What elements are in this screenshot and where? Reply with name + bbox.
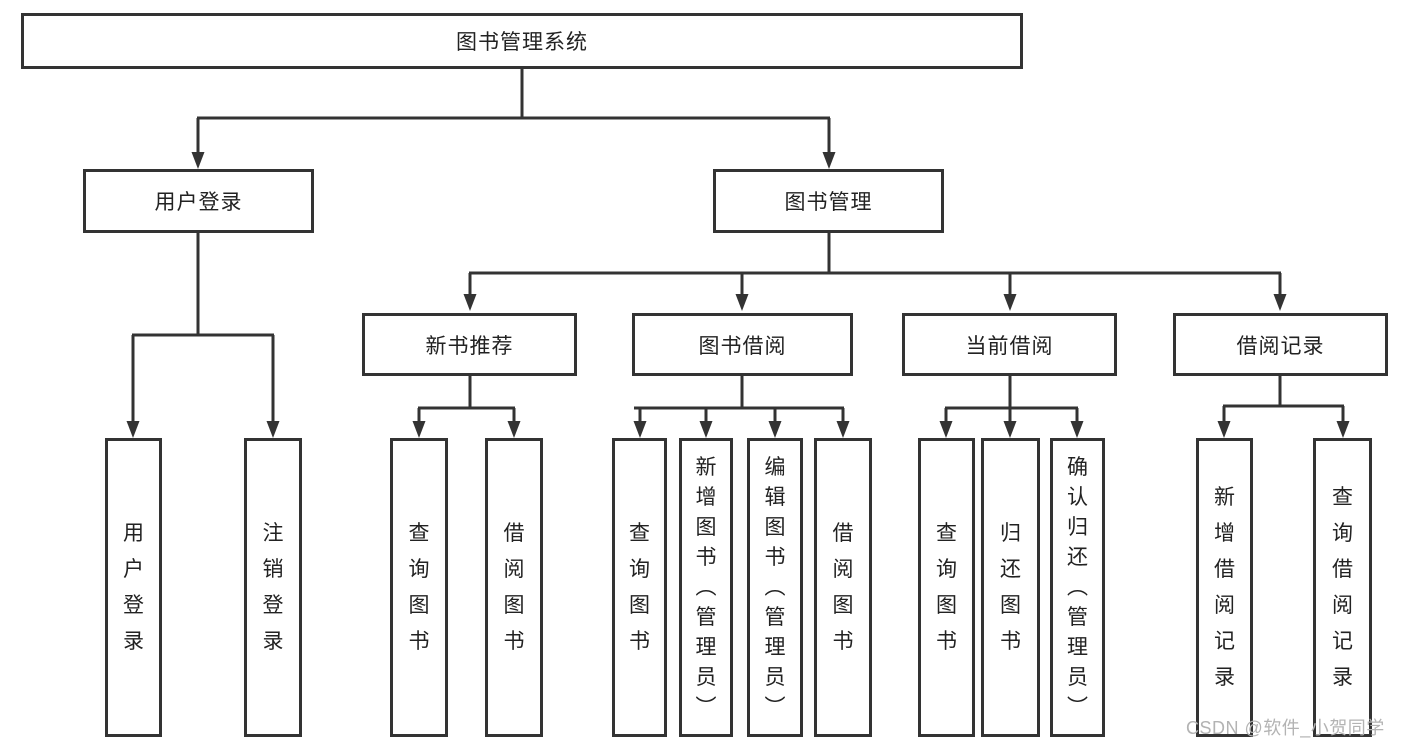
node-borrowing-records: 借阅记录 (1173, 313, 1388, 376)
leaf-borrow-books-recommend: 借阅图书 (485, 438, 543, 737)
node-book-borrowing: 图书借阅 (632, 313, 853, 376)
leaf-add-books-admin: 新增图书︵管理员︶ (679, 438, 733, 737)
leaf-return-books: 归还图书 (981, 438, 1040, 737)
node-label: 编辑图书︵管理员︶ (764, 455, 786, 719)
node-label: 查询图书 (408, 521, 430, 653)
leaf-query-books-recommend: 查询图书 (390, 438, 448, 737)
node-label: 查询借阅记录 (1332, 485, 1353, 689)
leaf-query-books-current: 查询图书 (918, 438, 975, 737)
node-label: 查询图书 (629, 521, 650, 653)
leaf-add-borrow-record: 新增借阅记录 (1196, 438, 1253, 737)
node-label: 借阅图书 (503, 521, 525, 653)
node-label: 借阅图书 (832, 521, 854, 653)
leaf-logout: 注销登录 (244, 438, 302, 737)
leaf-confirm-return-admin: 确认归还︵管理员︶ (1050, 438, 1105, 737)
node-label: 新书推荐 (425, 334, 514, 358)
node-label: 用户登录 (123, 521, 144, 653)
node-library-management-system: 图书管理系统 (21, 13, 1023, 69)
node-label: 归还图书 (1000, 521, 1021, 653)
node-label: 用户登录 (154, 191, 243, 214)
node-label: 当前借阅 (965, 334, 1054, 358)
node-label: 图书管理系统 (456, 31, 588, 54)
node-label: 查询图书 (936, 521, 957, 653)
leaf-query-borrow-record: 查询借阅记录 (1313, 438, 1372, 737)
csdn-watermark: CSDN @软件_小贺同学 (1186, 718, 1385, 738)
node-book-management: 图书管理 (713, 169, 944, 233)
node-new-book-recommendation: 新书推荐 (362, 313, 577, 376)
leaf-user-login: 用户登录 (105, 438, 162, 737)
leaf-query-books-borrow: 查询图书 (612, 438, 667, 737)
node-current-borrowing: 当前借阅 (902, 313, 1117, 376)
node-label: 新增借阅记录 (1214, 485, 1235, 689)
node-label: 借阅记录 (1236, 334, 1325, 358)
node-label: 图书借阅 (698, 334, 787, 358)
node-label: 确认归还︵管理员︶ (1067, 455, 1088, 719)
node-label: 注销登录 (262, 521, 284, 653)
leaf-edit-books-admin: 编辑图书︵管理员︶ (747, 438, 803, 737)
node-label: 新增图书︵管理员︶ (695, 455, 717, 719)
node-user-login: 用户登录 (83, 169, 314, 233)
leaf-borrow-books: 借阅图书 (814, 438, 872, 737)
node-label: 图书管理 (784, 191, 873, 214)
